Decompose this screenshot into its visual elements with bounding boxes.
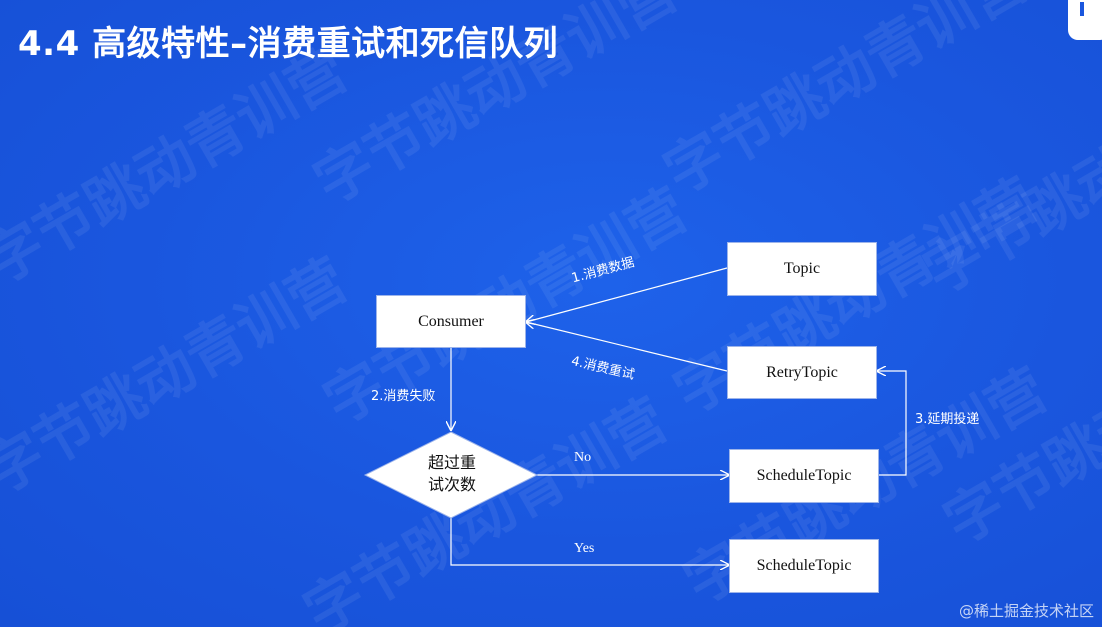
decision-diamond [363,431,539,519]
decision-label-line1: 超过重 [427,453,476,472]
edge-topic-to-consumer [526,267,728,322]
footer-credit: @稀土掘金技术社区 [958,602,1094,620]
decision-label-line2: 试次数 [427,475,476,494]
edge-decision-to-schedule-yes [450,518,729,565]
decision-label: 超过重 试次数 [404,452,500,496]
schedule-topic-node-no: ScheduleTopic [729,449,879,503]
schedule-topic-node-yes: ScheduleTopic [729,539,879,593]
edge-retrytopic-to-consumer [526,322,728,372]
edge-label-no: No [574,450,592,465]
topic-node: Topic [727,242,877,296]
corner-tab-icon [1068,0,1102,40]
retry-topic-node: RetryTopic [727,346,877,399]
edge-label-consume-fail: 2.消费失败 [371,389,436,404]
edge-schedule-to-retrytopic [877,371,907,476]
edge-label-yes: Yes [574,541,595,556]
slide-title: 4.4 高级特性–消费重试和死信队列 [18,24,559,64]
edge-label-delayed-delivery: 3.延期投递 [915,412,980,427]
consumer-node: Consumer [376,295,526,348]
